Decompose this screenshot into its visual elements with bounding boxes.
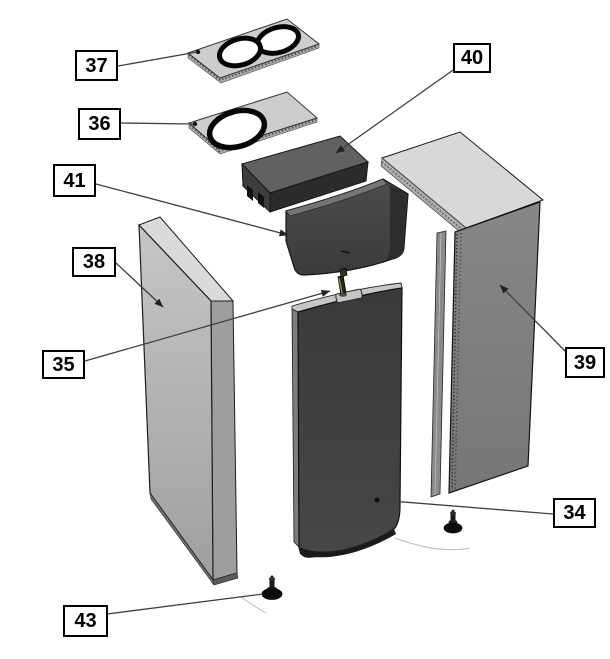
leader-lines [84,49,567,615]
callout-41: 41 [53,164,96,197]
callout-39: 39 [565,347,605,378]
callout-38-number: 38 [82,251,106,273]
leader-36-dot [192,121,198,127]
callout-35: 35 [42,350,85,379]
callout-34: 34 [553,498,596,528]
callout-37: 37 [75,50,118,81]
part-37-top-plate [186,18,321,84]
leader-41 [95,183,289,237]
faint-arc [394,537,471,551]
part-36-single-ring-plate [187,91,319,155]
callout-36-number: 36 [88,113,111,135]
faint-arc [240,596,267,614]
leader-36 [120,122,194,125]
callout-40: 40 [453,43,491,73]
leader-40 [335,67,457,154]
leader-35 [84,289,331,362]
leader-43 [106,593,264,615]
callout-43: 43 [63,605,108,637]
callout-43-number: 43 [74,610,97,632]
part-38-left-panel [138,216,239,586]
leader-37 [117,51,198,67]
part-41-tank [285,178,409,276]
leader-34-dot [374,497,380,503]
callout-34-number: 34 [563,502,586,524]
part-34-front-door [291,282,403,558]
leader-39 [499,284,567,353]
callout-41-number: 41 [63,169,86,192]
part-35-pin [337,267,348,297]
door-latch-recess [335,288,363,304]
ring-opening [216,35,264,69]
leader-38 [115,262,164,308]
callout-37-number: 37 [85,54,108,77]
leader-37-dot [195,49,201,55]
callout-35-number: 35 [52,353,75,376]
callout-36: 36 [78,108,121,140]
right-panel-leveling-foot [443,509,463,534]
callout-39-number: 39 [573,351,597,374]
part-43-leveling-foot [261,575,283,600]
leader-34 [378,499,554,515]
part-39-right-panel [380,131,544,498]
callout-38: 38 [72,247,116,277]
callout-40-number: 40 [460,47,484,69]
ring-opening [206,107,268,151]
